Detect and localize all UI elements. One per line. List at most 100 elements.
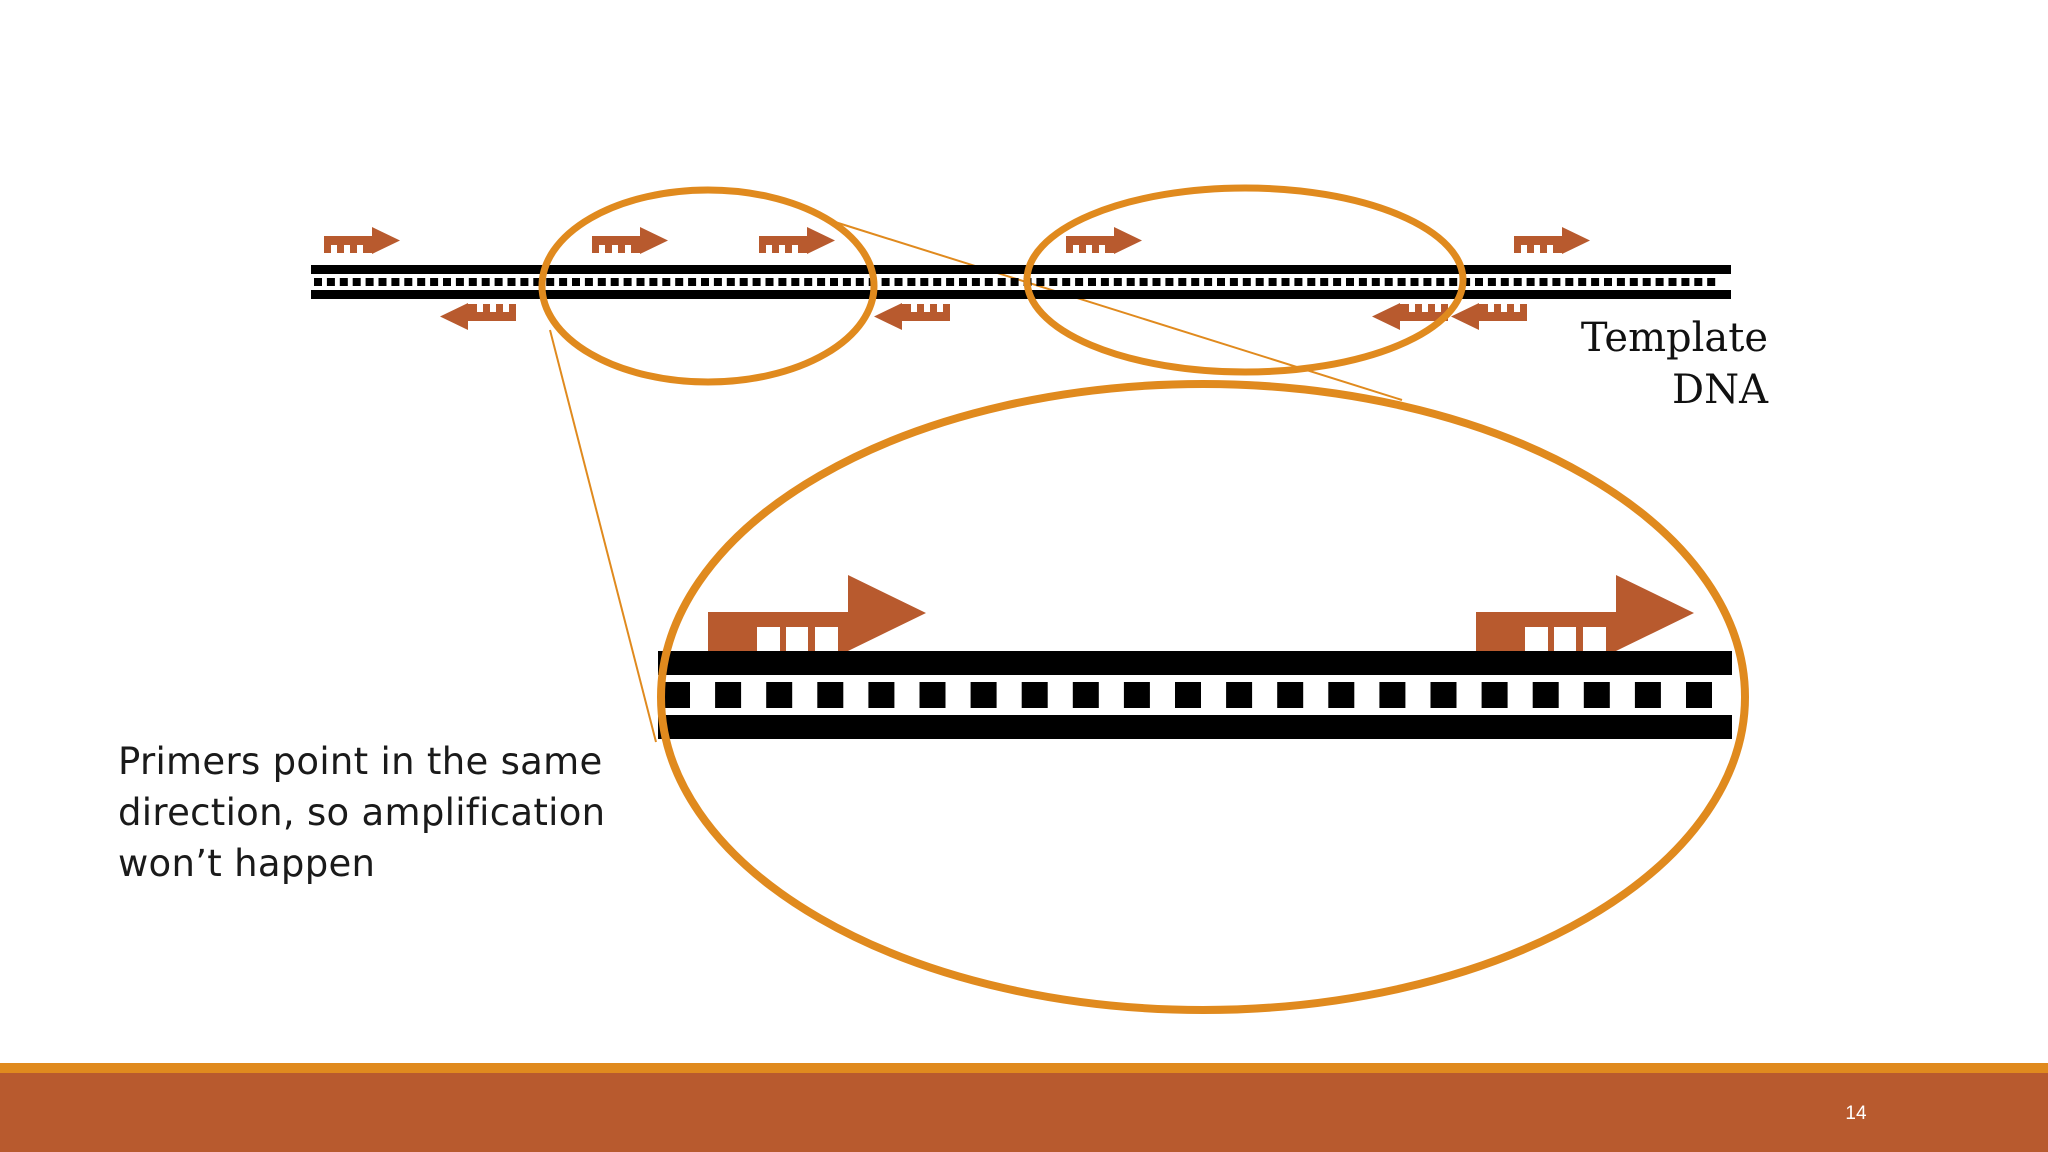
base-pair — [1333, 278, 1342, 286]
base-pair — [726, 278, 735, 286]
highlight-ellipse-left — [538, 186, 878, 386]
base-pair — [494, 278, 503, 286]
zoom-primer-2 — [1476, 575, 1694, 651]
base-pair — [1583, 682, 1610, 708]
base-pair — [1513, 278, 1522, 286]
base-pair — [1532, 682, 1559, 708]
base-pair — [443, 278, 451, 286]
base-pair — [907, 278, 916, 286]
base-pair — [688, 278, 697, 286]
base-pair — [713, 278, 722, 286]
base-pair — [404, 278, 413, 286]
forward-primer-icon — [324, 227, 400, 254]
base-pair — [1449, 278, 1458, 286]
base-pair — [1604, 278, 1612, 286]
base-pair — [701, 278, 709, 286]
base-pair — [1578, 278, 1587, 286]
base-pair — [1072, 682, 1099, 708]
base-pair — [1217, 278, 1225, 286]
footer-bar — [0, 1073, 2048, 1152]
base-pair — [1010, 278, 1019, 286]
base-pair — [970, 682, 997, 708]
caption-line-3: won’t happen — [118, 842, 376, 885]
base-pair — [894, 278, 903, 286]
base-pair — [430, 278, 439, 286]
zoom-primer-1 — [708, 575, 926, 651]
base-pair — [533, 278, 542, 286]
base-pair — [1062, 278, 1071, 286]
caption-line-2: direction, so amplification — [118, 791, 606, 834]
base-pair — [1552, 278, 1561, 286]
base-pair — [1634, 682, 1661, 708]
caption-line-1: Primers point in the same — [118, 740, 603, 783]
base-pair — [636, 278, 645, 286]
base-pair — [623, 278, 632, 286]
base-pair — [649, 278, 658, 286]
base-pair — [1307, 278, 1316, 286]
base-pair — [1021, 682, 1048, 708]
base-pair — [1175, 682, 1201, 708]
base-pair — [817, 278, 826, 286]
forward-primer-icon — [1514, 227, 1590, 254]
base-pair — [326, 278, 335, 286]
base-pair — [1165, 278, 1174, 286]
caption-text: Primers point in the same direction, so … — [118, 736, 638, 889]
base-pair — [391, 278, 400, 286]
base-pair — [842, 278, 851, 286]
base-pair — [1178, 278, 1187, 286]
base-pair — [1255, 278, 1264, 286]
base-pair — [1681, 278, 1690, 286]
base-pair — [1526, 278, 1535, 286]
base-pair — [378, 278, 387, 286]
base-pair — [933, 278, 942, 286]
base-pair — [314, 278, 322, 286]
base-pair — [352, 278, 361, 286]
base-pair — [1616, 278, 1625, 286]
base-pair — [481, 278, 490, 286]
base-pair — [1707, 278, 1716, 286]
forward-primer-icon — [592, 227, 668, 254]
base-pair — [984, 278, 993, 286]
base-pair — [1346, 278, 1354, 286]
base-pair — [1294, 278, 1303, 286]
strand-top-line — [311, 265, 1731, 274]
template-label-line-1: Template — [1580, 315, 1768, 361]
base-pair — [1487, 278, 1496, 286]
base-pair — [1268, 278, 1277, 286]
base-pair — [1328, 682, 1355, 708]
base-pair — [365, 278, 374, 286]
base-pair — [1113, 278, 1122, 286]
base-pair — [1088, 278, 1096, 286]
base-pair — [1281, 278, 1290, 286]
base-pair — [752, 278, 761, 286]
base-pair — [971, 278, 980, 286]
template-dna-label: Template DNA — [1581, 312, 1768, 416]
base-pair — [946, 278, 955, 286]
base-pair — [1358, 278, 1367, 286]
base-pair — [1694, 278, 1703, 286]
base-pair — [997, 278, 1006, 286]
base-pair — [1371, 278, 1380, 286]
base-pair — [1423, 278, 1432, 286]
base-pair — [1126, 278, 1135, 286]
reverse-primer-icon — [1451, 303, 1527, 330]
base-pair — [417, 278, 426, 286]
base-pair — [1686, 682, 1712, 708]
strand-bottom-line — [311, 290, 1731, 299]
base-pair — [855, 278, 864, 286]
base-pair — [959, 278, 967, 286]
forward-primer-icon — [1066, 227, 1142, 254]
base-pair — [765, 278, 774, 286]
base-pair — [1320, 278, 1329, 286]
base-pair — [610, 278, 619, 286]
base-pair — [1123, 682, 1150, 708]
base-pair — [1075, 278, 1084, 286]
base-pair — [572, 278, 580, 286]
base-pair — [1204, 278, 1213, 286]
base-pair — [1475, 278, 1483, 286]
base-pair — [791, 278, 800, 286]
base-pair — [920, 278, 929, 286]
base-pair — [881, 278, 890, 286]
